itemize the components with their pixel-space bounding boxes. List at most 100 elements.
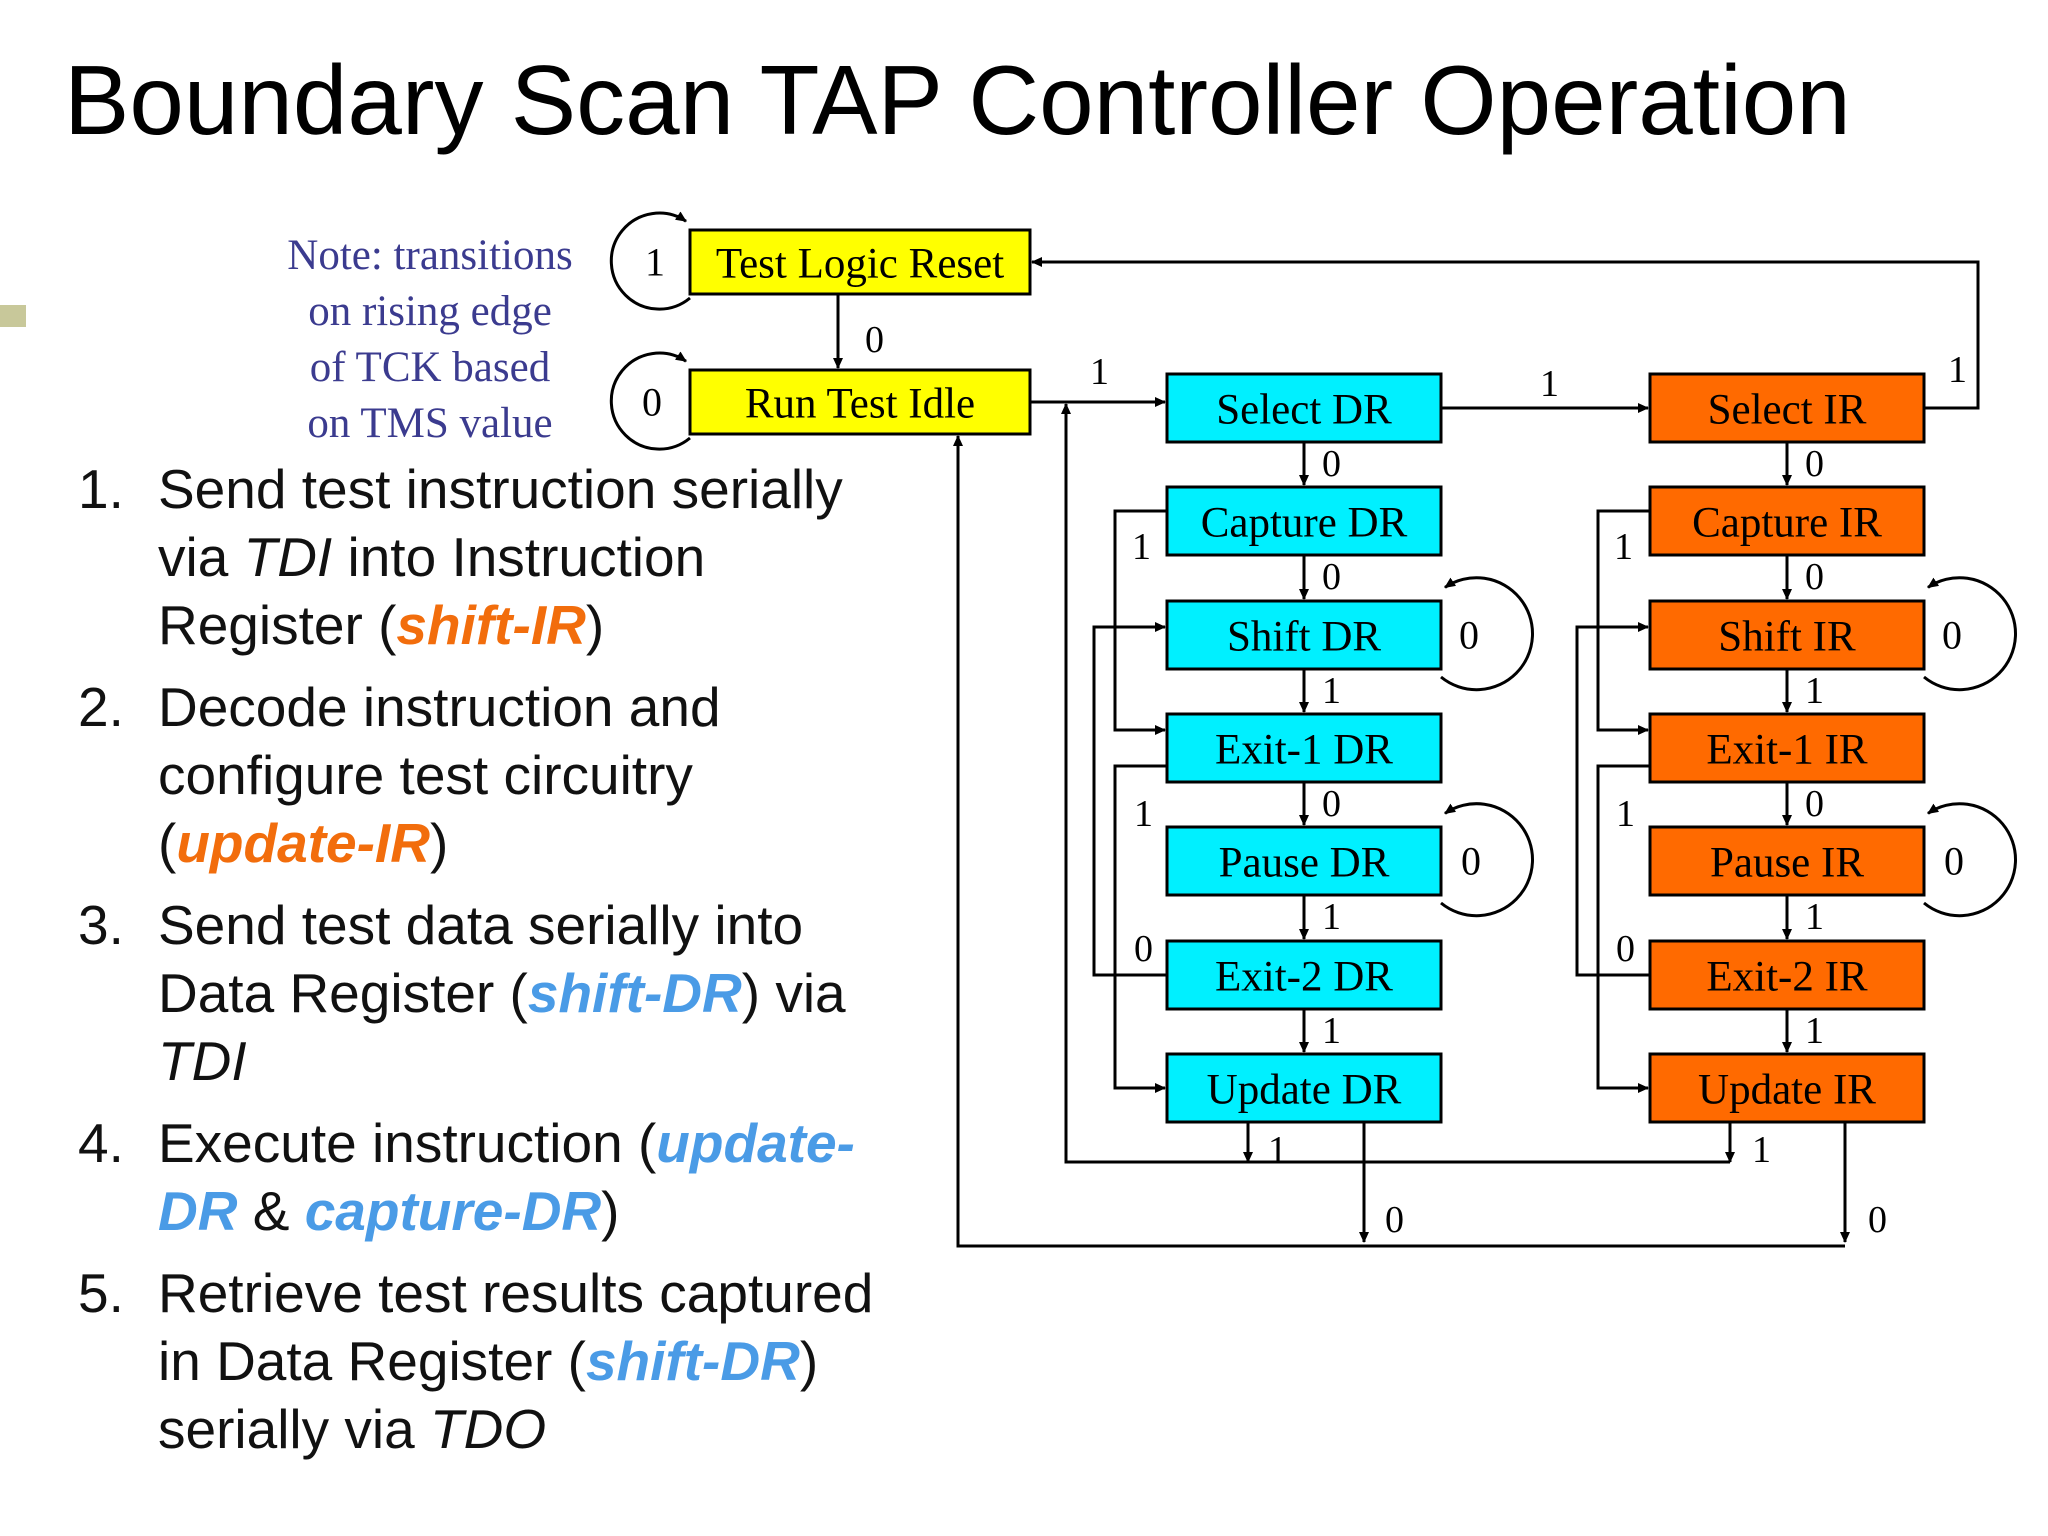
step-text: & — [237, 1180, 305, 1242]
slide-title: Boundary Scan TAP Controller Operation — [64, 45, 1851, 155]
transition-label: 0 — [1322, 443, 1341, 485]
step-text: Retrieve test results captured in Data R… — [158, 1262, 874, 1392]
state-ir-4: Pause IR — [1648, 825, 1926, 897]
transition-label: 1 — [1322, 1010, 1341, 1052]
transition-label: 0 — [1805, 783, 1824, 825]
step-number: 4. — [78, 1112, 124, 1174]
state-test-logic-reset: Test Logic Reset — [688, 228, 1032, 296]
note-line: of TCK based — [309, 344, 551, 391]
transition-label: 0 — [1134, 928, 1153, 970]
state-box — [1648, 939, 1926, 1011]
transition-label: 0 — [1805, 556, 1824, 598]
state-box — [1165, 372, 1443, 444]
state-box — [1165, 825, 1443, 897]
transition-label: 0 — [1616, 928, 1635, 970]
step-number: 1. — [78, 458, 124, 520]
state-label: Pause IR — [1710, 840, 1864, 887]
step-keyword: shift-DR — [585, 1330, 800, 1392]
step-text: TDI — [243, 526, 333, 588]
transition-label: 1 — [1805, 670, 1824, 712]
step-text: Send test instruction serially via — [158, 458, 843, 588]
step-item: 5. Retrieve test results captured in Data… — [78, 1259, 908, 1463]
update-to-rti-one-line — [1061, 403, 1730, 1164]
self-loop — [609, 351, 691, 451]
state-box — [1648, 485, 1926, 557]
transition-label: 1 — [1090, 351, 1109, 393]
step-keyword: update-IR — [176, 812, 430, 874]
state-box — [1165, 485, 1443, 557]
self-loop-value: 0 — [1459, 613, 1479, 658]
step-text: Decode instruction and configure test ci… — [158, 676, 721, 874]
step-item: 2.Decode instruction and configure test … — [78, 673, 908, 877]
transition-label: 1 — [1268, 1129, 1287, 1171]
state-dr-1: Capture DR — [1165, 485, 1443, 557]
state-dr-5: Exit-2 DR — [1165, 939, 1443, 1011]
step-text: into Instruction Register ( — [158, 526, 706, 656]
state-box — [1648, 825, 1926, 897]
transition-label: 1 — [1616, 793, 1635, 835]
state-dr-3: Exit-1 DR — [1165, 712, 1443, 784]
state-label: Shift IR — [1718, 614, 1856, 661]
step-text: ) — [429, 812, 449, 874]
state-label: Select IR — [1708, 387, 1867, 434]
state-box — [1165, 1052, 1443, 1124]
transition-label: 1 — [1322, 670, 1341, 712]
state-label: Exit-2 IR — [1706, 954, 1868, 1001]
step-number: 3. — [78, 894, 124, 956]
state-dr-6: Update DR — [1165, 1052, 1443, 1124]
state-label: Capture DR — [1201, 500, 1408, 547]
state-box — [1648, 1052, 1926, 1124]
state-label: Exit-1 DR — [1215, 727, 1393, 774]
state-label: Pause DR — [1219, 840, 1390, 887]
exit2-to-shift-line — [1575, 622, 1650, 977]
self-loop — [609, 211, 691, 311]
exit1-to-update-line — [1596, 764, 1650, 1093]
state-label: Shift DR — [1227, 614, 1381, 661]
step-text: TDO — [430, 1398, 547, 1460]
step-keyword: capture-DR — [304, 1180, 602, 1242]
state-box — [1648, 712, 1926, 784]
state-dr-4: Pause DR — [1165, 825, 1443, 897]
state-label: Run Test Idle — [745, 381, 975, 428]
transition-label: 1 — [1948, 349, 1967, 391]
step-keyword: shift-IR — [396, 594, 586, 656]
state-ir-1: Capture IR — [1648, 485, 1926, 557]
timing-note: Note: transitions on rising edge of TCK … — [240, 228, 620, 452]
state-label: Exit-2 DR — [1215, 954, 1393, 1001]
transition-label: 1 — [1132, 526, 1151, 568]
state-ir-3: Exit-1 IR — [1648, 712, 1926, 784]
state-box — [688, 228, 1032, 296]
transition-label: 1 — [1752, 1129, 1771, 1171]
state-label: Update IR — [1698, 1067, 1876, 1114]
step-text: Send test data serially into Data Regist… — [158, 894, 804, 1024]
step-text: Execute instruction ( — [158, 1112, 657, 1174]
transition-label: 0 — [1805, 443, 1824, 485]
note-line: on TMS value — [307, 400, 553, 447]
note-line: on rising edge — [308, 288, 552, 335]
state-label: Test Logic Reset — [716, 241, 1004, 288]
steps-list: 1. Send test instruction serially via TDI… — [78, 455, 908, 1477]
state-box — [1165, 599, 1443, 671]
transition-label: 0 — [1868, 1199, 1887, 1241]
state-box — [1165, 712, 1443, 784]
state-ir-5: Exit-2 IR — [1648, 939, 1926, 1011]
transition-label: 0 — [1385, 1199, 1404, 1241]
state-box — [1165, 939, 1443, 1011]
state-box — [688, 368, 1032, 436]
state-ir-6: Update IR — [1648, 1052, 1926, 1124]
state-label: Exit-1 IR — [1706, 727, 1868, 774]
step-item: 1. Send test instruction serially via TDI… — [78, 455, 908, 659]
state-box — [1648, 372, 1926, 444]
slide-decoration — [0, 305, 26, 327]
self-loop-value: 0 — [642, 380, 662, 425]
transition-label: 1 — [1322, 896, 1341, 938]
step-number: 5. — [78, 1262, 124, 1324]
self-loop — [1440, 576, 1534, 692]
state-label: Capture IR — [1692, 500, 1882, 547]
capture-to-exit1-line — [1596, 509, 1650, 735]
step-text: ) serially via — [158, 1330, 819, 1460]
exit2-to-shift-line — [1092, 622, 1167, 977]
state-run-test-idle: Run Test Idle — [688, 368, 1032, 436]
